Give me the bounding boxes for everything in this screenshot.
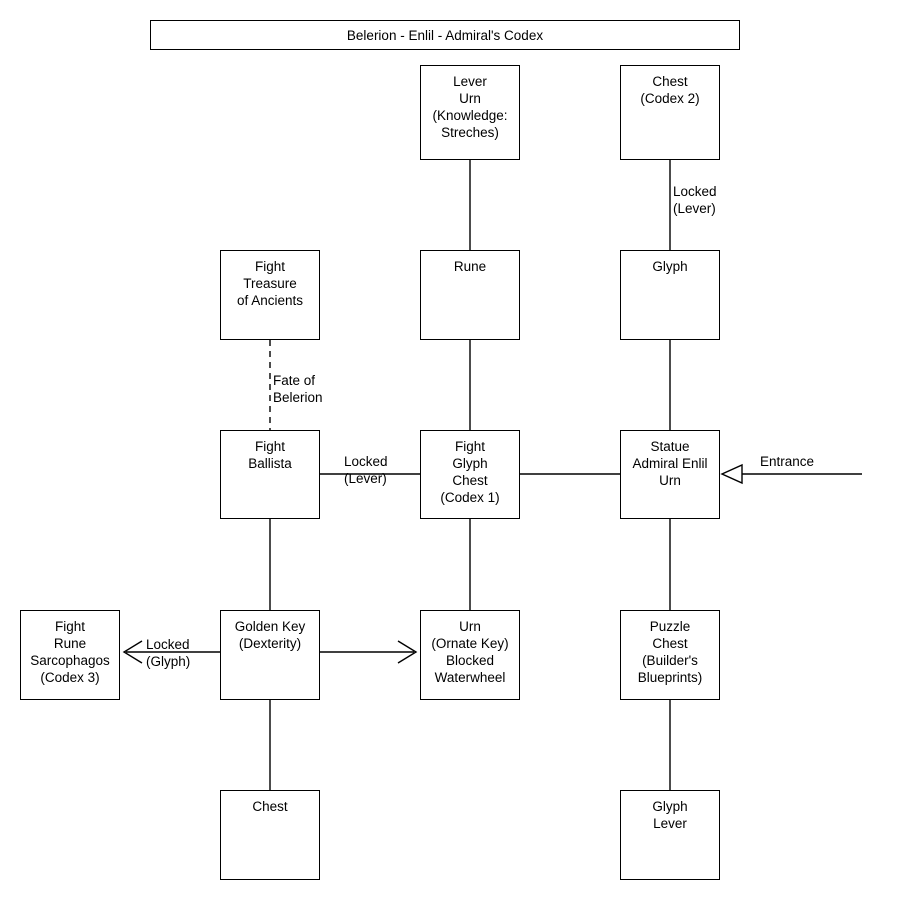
node-lever-urn-knowledge[interactable]: Lever Urn (Knowledge: Streches) (420, 65, 520, 160)
node-golden-key-dexterity[interactable]: Golden Key (Dexterity) (220, 610, 320, 700)
node-chest[interactable]: Chest (220, 790, 320, 880)
diagram-title-bar: Belerion - Enlil - Admiral's Codex (150, 20, 740, 50)
node-glyph[interactable]: Glyph (620, 250, 720, 340)
node-fight-glyph-chest-codex-1[interactable]: Fight Glyph Chest (Codex 1) (420, 430, 520, 519)
node-puzzle-chest-builders-blueprints[interactable]: Puzzle Chest (Builder's Blueprints) (620, 610, 720, 700)
urn-arrowhead-icon (397, 640, 418, 664)
node-rune[interactable]: Rune (420, 250, 520, 340)
node-fight-rune-sarcophagos-codex-3[interactable]: Fight Rune Sarcophagos (Codex 3) (20, 610, 120, 700)
node-urn-ornate-key-blocked-waterwheel[interactable]: Urn (Ornate Key) Blocked Waterwheel (420, 610, 520, 700)
edge-label-locked-glyph: Locked (Glyph) (146, 637, 191, 669)
edge-label-entrance: Entrance (760, 454, 815, 469)
sarcophagos-arrowhead-icon (122, 640, 143, 664)
edge-label-locked-lever-chest-glyph: Locked (Lever) (673, 184, 717, 216)
edge-label-locked-lever-ballista-glyph-chest: Locked (Lever) (344, 454, 388, 486)
node-fight-treasure-of-ancients[interactable]: Fight Treasure of Ancients (220, 250, 320, 340)
node-glyph-lever[interactable]: Glyph Lever (620, 790, 720, 880)
entrance-arrowhead-icon (720, 463, 743, 485)
diagram-title: Belerion - Enlil - Admiral's Codex (346, 27, 544, 43)
edge-label-fate-of-belerion: Fate of Belerion (273, 373, 323, 405)
node-statue-admiral-enlil-urn[interactable]: Statue Admiral Enlil Urn (620, 430, 720, 519)
node-chest-codex-2[interactable]: Chest (Codex 2) (620, 65, 720, 160)
node-fight-ballista[interactable]: Fight Ballista (220, 430, 320, 519)
